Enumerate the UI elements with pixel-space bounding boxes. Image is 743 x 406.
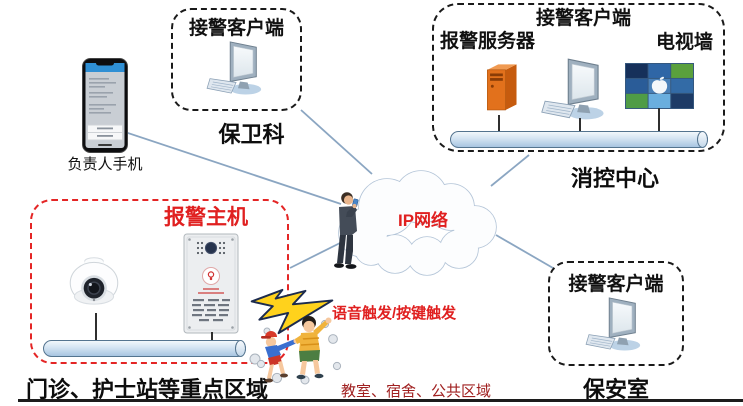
desktop-computer-icon [206,41,262,95]
tvwall-drop-line [658,108,660,133]
tv-wall-icon [625,63,694,109]
smartphone-icon [82,58,128,153]
camera-drop-line [95,313,97,341]
key-area-network-bus [43,340,246,357]
guard-room-box: 接警客户端 [548,261,684,366]
guard-room-caption: 保安室 [582,377,649,402]
desktop-computer-icon [585,297,641,351]
person-with-phone-icon [334,192,359,269]
security-dept-caption: 保卫科 [218,122,285,147]
fcc-network-bus [450,131,708,148]
key-area-caption: 门诊、护士站等重点区域 [26,377,269,402]
desktop-computer-icon [541,58,605,120]
security-dept-client-label: 接警客户端 [188,18,284,39]
public-area-note-label: 教室、宿舍、公共区域 [341,383,492,400]
alarm-server-label: 报警服务器 [440,31,536,52]
client-drop-line [579,118,581,133]
bottom-border-line [18,399,743,402]
intercom-drop-line [211,332,213,341]
fire-control-center-caption: 消控中心 [570,166,659,191]
guard-room-client-label: 接警客户端 [568,274,664,295]
trigger-note-label: 语音触发/按键触发 [332,305,457,322]
alarm-intercom-icon [183,233,239,334]
network-cloud-shape [338,170,497,276]
kids-fighting-illustration [249,316,342,385]
fire-control-center-box: 报警服务器 接警客户端 电视墙 [432,3,725,152]
fcc-client-label: 接警客户端 [536,8,632,29]
security-dept-box: 接警客户端 [171,8,302,111]
tv-wall-label: 电视墙 [655,32,713,53]
lightning-bolt-icon [250,288,334,335]
manager-phone-caption: 负责人手机 [67,156,143,173]
server-drop-line [498,115,500,133]
key-area-box [30,199,289,364]
alarm-host-label: 报警主机 [164,206,248,229]
server-tower-icon [487,64,517,111]
dome-camera-icon [69,257,119,305]
ip-network-label: IP网络 [397,211,449,230]
